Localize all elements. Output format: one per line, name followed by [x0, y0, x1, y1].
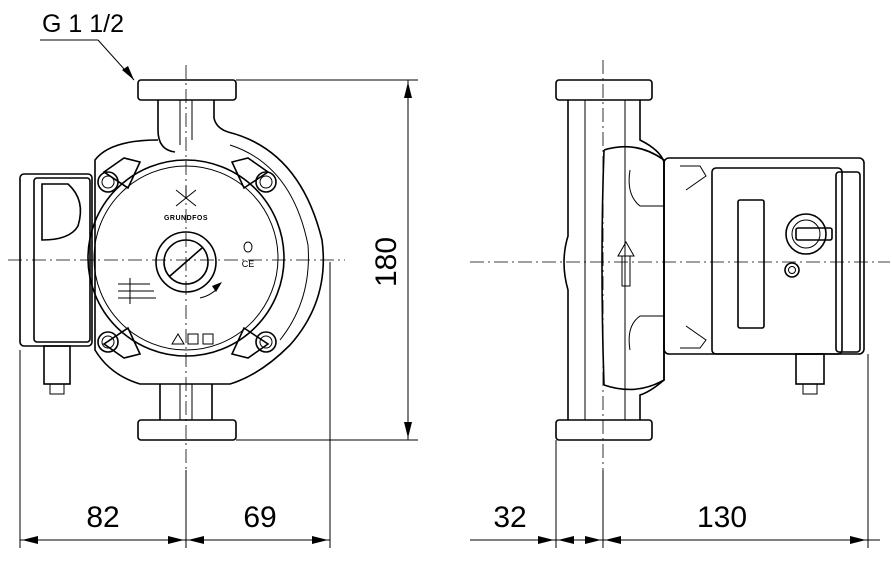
- thread-label: G 1 1/2: [42, 10, 124, 38]
- side-motor: [663, 157, 865, 395]
- vent-screw: [155, 231, 217, 293]
- screw-top-left: [97, 171, 119, 193]
- screw-bottom-left: [97, 331, 119, 353]
- side-indicator-light: [784, 262, 800, 278]
- side-left-width-label: 32: [493, 501, 526, 534]
- front-view: GRUNDFOS CE G 1 1/: [8, 10, 418, 548]
- pump-housing: [94, 131, 325, 385]
- side-width-dimensions: 32 130: [470, 354, 880, 548]
- speed-selector-knob: [785, 213, 827, 255]
- flow-direction-arrow-icon: [617, 240, 635, 287]
- rating-plate-lines: [118, 278, 156, 304]
- side-cable-gland: [795, 353, 825, 385]
- side-view: 32 130: [470, 60, 890, 548]
- screw-bottom-right: [255, 331, 277, 353]
- height-dimension: 180: [236, 79, 418, 441]
- rating-plate: [737, 199, 765, 329]
- motor-head: [87, 159, 285, 357]
- ce-mark-icon: CE: [242, 259, 255, 269]
- bottom-flange: [137, 384, 237, 441]
- top-flange: [137, 79, 237, 153]
- front-right-width-label: 69: [243, 501, 276, 534]
- height-label: 180: [370, 237, 403, 287]
- indicator-led: [243, 241, 253, 253]
- brand-label: GRUNDFOS: [164, 215, 208, 222]
- side-bottom-flange: [555, 419, 653, 441]
- front-width-dimensions: 82 69: [19, 262, 331, 548]
- side-top-flange: [555, 79, 653, 101]
- side-right-width-label: 130: [697, 501, 747, 534]
- warning-symbols-icon: [171, 333, 214, 345]
- terminal-box: [19, 173, 93, 395]
- screw-top-right: [255, 171, 277, 193]
- grundfos-logo-icon: [175, 186, 197, 207]
- front-left-width-label: 82: [86, 501, 119, 534]
